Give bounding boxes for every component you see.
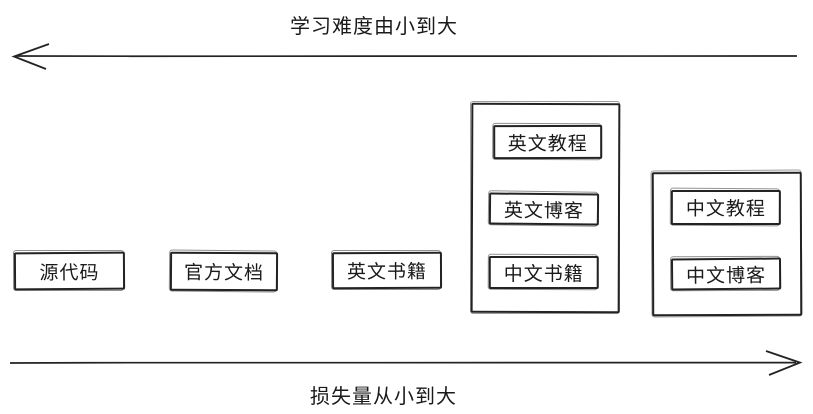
node-source-code: 源代码 — [13, 251, 126, 291]
node-english-tutorials: 英文教程 — [493, 124, 603, 160]
arrow-right-icon — [9, 350, 803, 376]
node-english-blogs-label: 英文博客 — [503, 200, 585, 222]
node-chinese-books: 中文书籍 — [488, 255, 599, 289]
node-english-books-label: 英文书籍 — [346, 261, 428, 284]
node-source-code-label: 源代码 — [39, 262, 100, 284]
node-chinese-books-label: 中文书籍 — [503, 263, 584, 285]
node-english-tutorials-label: 英文教程 — [507, 133, 588, 155]
node-english-blogs: 英文博客 — [488, 192, 600, 226]
group-box-mid-difficulty: 英文教程 英文博客 中文书籍 — [470, 102, 621, 314]
node-chinese-tutorials-label: 中文教程 — [685, 198, 766, 221]
node-chinese-tutorials: 中文教程 — [670, 189, 781, 226]
node-chinese-blogs-label: 中文博客 — [686, 265, 767, 287]
loss-axis-label: 损失量从小到大 — [310, 386, 457, 408]
node-official-docs: 官方文档 — [169, 251, 279, 292]
difficulty-axis-label: 学习难度由小到大 — [290, 16, 458, 38]
node-english-books: 英文书籍 — [331, 251, 443, 290]
arrow-left-icon — [11, 43, 798, 70]
node-official-docs-label: 官方文档 — [183, 262, 265, 285]
group-box-easiest: 中文教程 中文博客 — [651, 171, 803, 317]
node-chinese-blogs: 中文博客 — [670, 257, 782, 291]
